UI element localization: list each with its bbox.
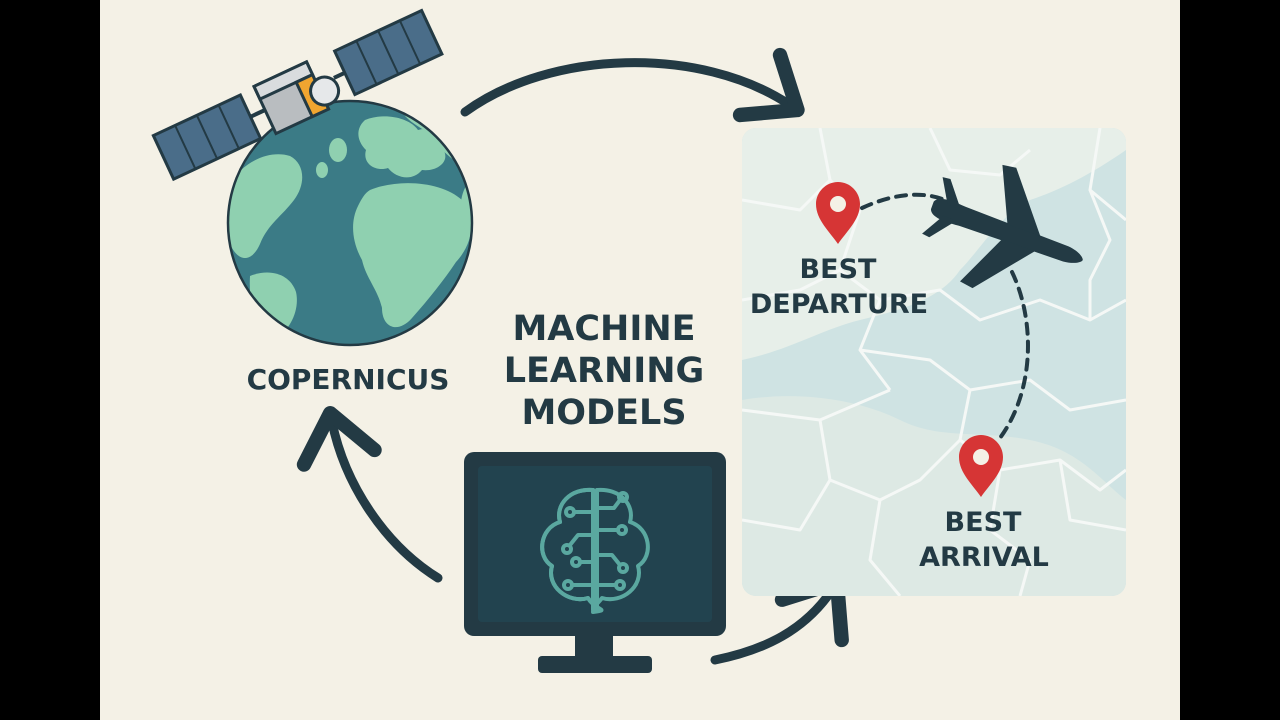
flight-route <box>860 192 947 210</box>
best-arrival-line-2: ARRIVAL <box>919 542 1049 573</box>
solar-panel-right <box>332 8 444 97</box>
ml-title-line-1: MACHINE <box>512 309 695 349</box>
solar-panel-left <box>151 93 263 182</box>
location-pin-icon <box>816 182 860 244</box>
ml-title-line-3: MODELS <box>521 393 686 433</box>
brain-icon <box>540 487 650 614</box>
airplane-icon <box>922 164 1083 289</box>
satellite-body <box>252 59 341 136</box>
diagram-canvas: COPERNICUS MACHINE LEARNING MODELS <box>100 0 1180 720</box>
arrow-globe-to-map <box>460 47 805 123</box>
map-panel: BEST DEPARTURE BEST ARRIVAL <box>742 128 1126 596</box>
workflow-diagram: COPERNICUS MACHINE LEARNING MODELS <box>151 8 1126 673</box>
arrow-monitor-to-globe <box>296 405 443 583</box>
best-arrival-line-1: BEST <box>945 507 1022 538</box>
copernicus-label: COPERNICUS <box>247 363 450 396</box>
flight-route-descent <box>998 270 1030 440</box>
globe-icon <box>226 99 474 347</box>
best-departure-line-1: BEST <box>800 254 877 285</box>
ml-title-line-2: LEARNING <box>504 351 705 391</box>
best-departure-line-2: DEPARTURE <box>750 289 928 320</box>
location-pin-icon <box>959 435 1003 497</box>
satellite-icon <box>151 8 444 182</box>
arrow-monitor-to-map <box>710 575 849 665</box>
monitor-icon <box>464 452 726 673</box>
